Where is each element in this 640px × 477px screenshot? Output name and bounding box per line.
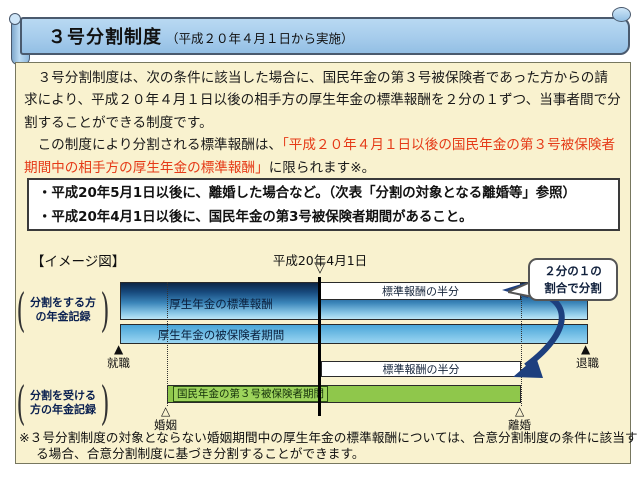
intro-p2-prefix: この制度により分割される標準報酬は、 (24, 137, 283, 154)
marriage-marker-icon: △ (161, 404, 171, 418)
condition-item-2: ・平成20年4月1日以後に、国民年金の第3号被保険者期間があること。 (38, 210, 473, 225)
marriage-guide-line (167, 282, 168, 406)
receiving-party-text: 分割を受ける 方の年金記録 (30, 389, 96, 418)
page-title-subtitle: （平成２０年４月１日から実施） (166, 31, 354, 46)
splitting-party-line1: 分割をする方 (29, 295, 96, 309)
close-paren-icon: ) (100, 283, 110, 337)
half-remuneration-upper-label: 標準報酬の半分 (382, 285, 459, 298)
conditions-box: ・平成20年5月1日以後に、離婚した場合など。（次表「分割の対象となる離婚等」参… (27, 178, 620, 231)
half-remuneration-lower-label: 標準報酬の半分 (382, 363, 460, 376)
bar-insured-period (120, 324, 588, 344)
marriage-marker-label: 婚姻 (154, 418, 177, 432)
intro-p2-suffix: に限られます※。 (268, 159, 376, 176)
open-paren-icon: ( (16, 283, 26, 337)
bar-half-remuneration-lower: 標準報酬の半分 (321, 361, 521, 377)
category3-period-label: 国民年金の第３号被保険者期間 (173, 386, 328, 402)
callout-line1: ２分の１の (544, 263, 602, 278)
label-splitting-party: ( 分割をする方 の年金記録 ) (12, 286, 114, 334)
april-2008-event-line (318, 277, 321, 416)
bar-half-remuneration-upper: 標準報酬の半分 (320, 282, 521, 300)
date-marker-icon: ▽ (315, 261, 325, 276)
splitting-party-line2: の年金記録 (35, 310, 91, 323)
bar-standard-remuneration-label: 厚生年金の標準報酬 (169, 297, 273, 311)
joining-marker-label: 就職 (107, 356, 130, 370)
condition-item-1: ・平成20年5月1日以後に、離婚した場合など。（次表「分割の対象となる離婚等」参… (38, 186, 576, 201)
retiring-marker-label: 退職 (576, 356, 599, 370)
retiring-marker-icon: ▲ (581, 342, 591, 356)
footnote: ※３号分割制度の対象とならない婚姻期間中の厚生年金の標準報酬については、合意分割… (19, 430, 638, 461)
receiving-party-line1: 分割を受ける (29, 388, 96, 402)
label-receiving-party: ( 分割を受ける 方の年金記録 ) (12, 376, 114, 430)
diagram-heading: 【イメージ図】 (31, 254, 126, 270)
diagram-date-label: 平成20年4月1日 (272, 253, 368, 268)
close-paren-icon: ) (100, 376, 110, 430)
scroll-curl-right-icon (612, 7, 631, 22)
intro-paragraph-1: ３号分割制度は、次の条件に該当した場合に、国民年金の第３号被保険者であった方から… (24, 70, 621, 131)
joining-marker-icon: ▲ (114, 342, 124, 356)
receiving-party-line2: 方の年金記録 (29, 403, 96, 416)
intro-paragraphs: ３号分割制度は、次の条件に該当した場合に、国民年金の第３号被保険者であった方から… (24, 67, 621, 179)
page-title: ３号分割制度 (48, 27, 162, 48)
title-banner: ３号分割制度 （平成２０年４月１日から実施） (20, 17, 630, 55)
open-paren-icon: ( (16, 376, 26, 430)
divorce-guide-line (521, 282, 522, 406)
divorce-marker-icon: △ (515, 404, 525, 418)
bar-insured-period-label: 厚生年金の被保険者期間 (157, 328, 285, 342)
split-ratio-callout: ２分の１の 割合で分割 (528, 258, 618, 301)
callout-line2: 割合で分割 (544, 280, 602, 295)
splitting-party-text: 分割をする方 の年金記録 (30, 296, 96, 325)
bar-category3-period: 国民年金の第３号被保険者期間 (167, 385, 521, 403)
divorce-marker-label: 離婚 (508, 418, 531, 432)
intro-paragraph-2: この制度により分割される標準報酬は、「平成２０年４月１日以後の国民年金の第３号被… (24, 134, 621, 179)
intro-p2-highlight: 「平成２０年４月１日以後の国民年金の第３号被保険者期間中の相手方の厚生年金の標準… (24, 137, 616, 176)
